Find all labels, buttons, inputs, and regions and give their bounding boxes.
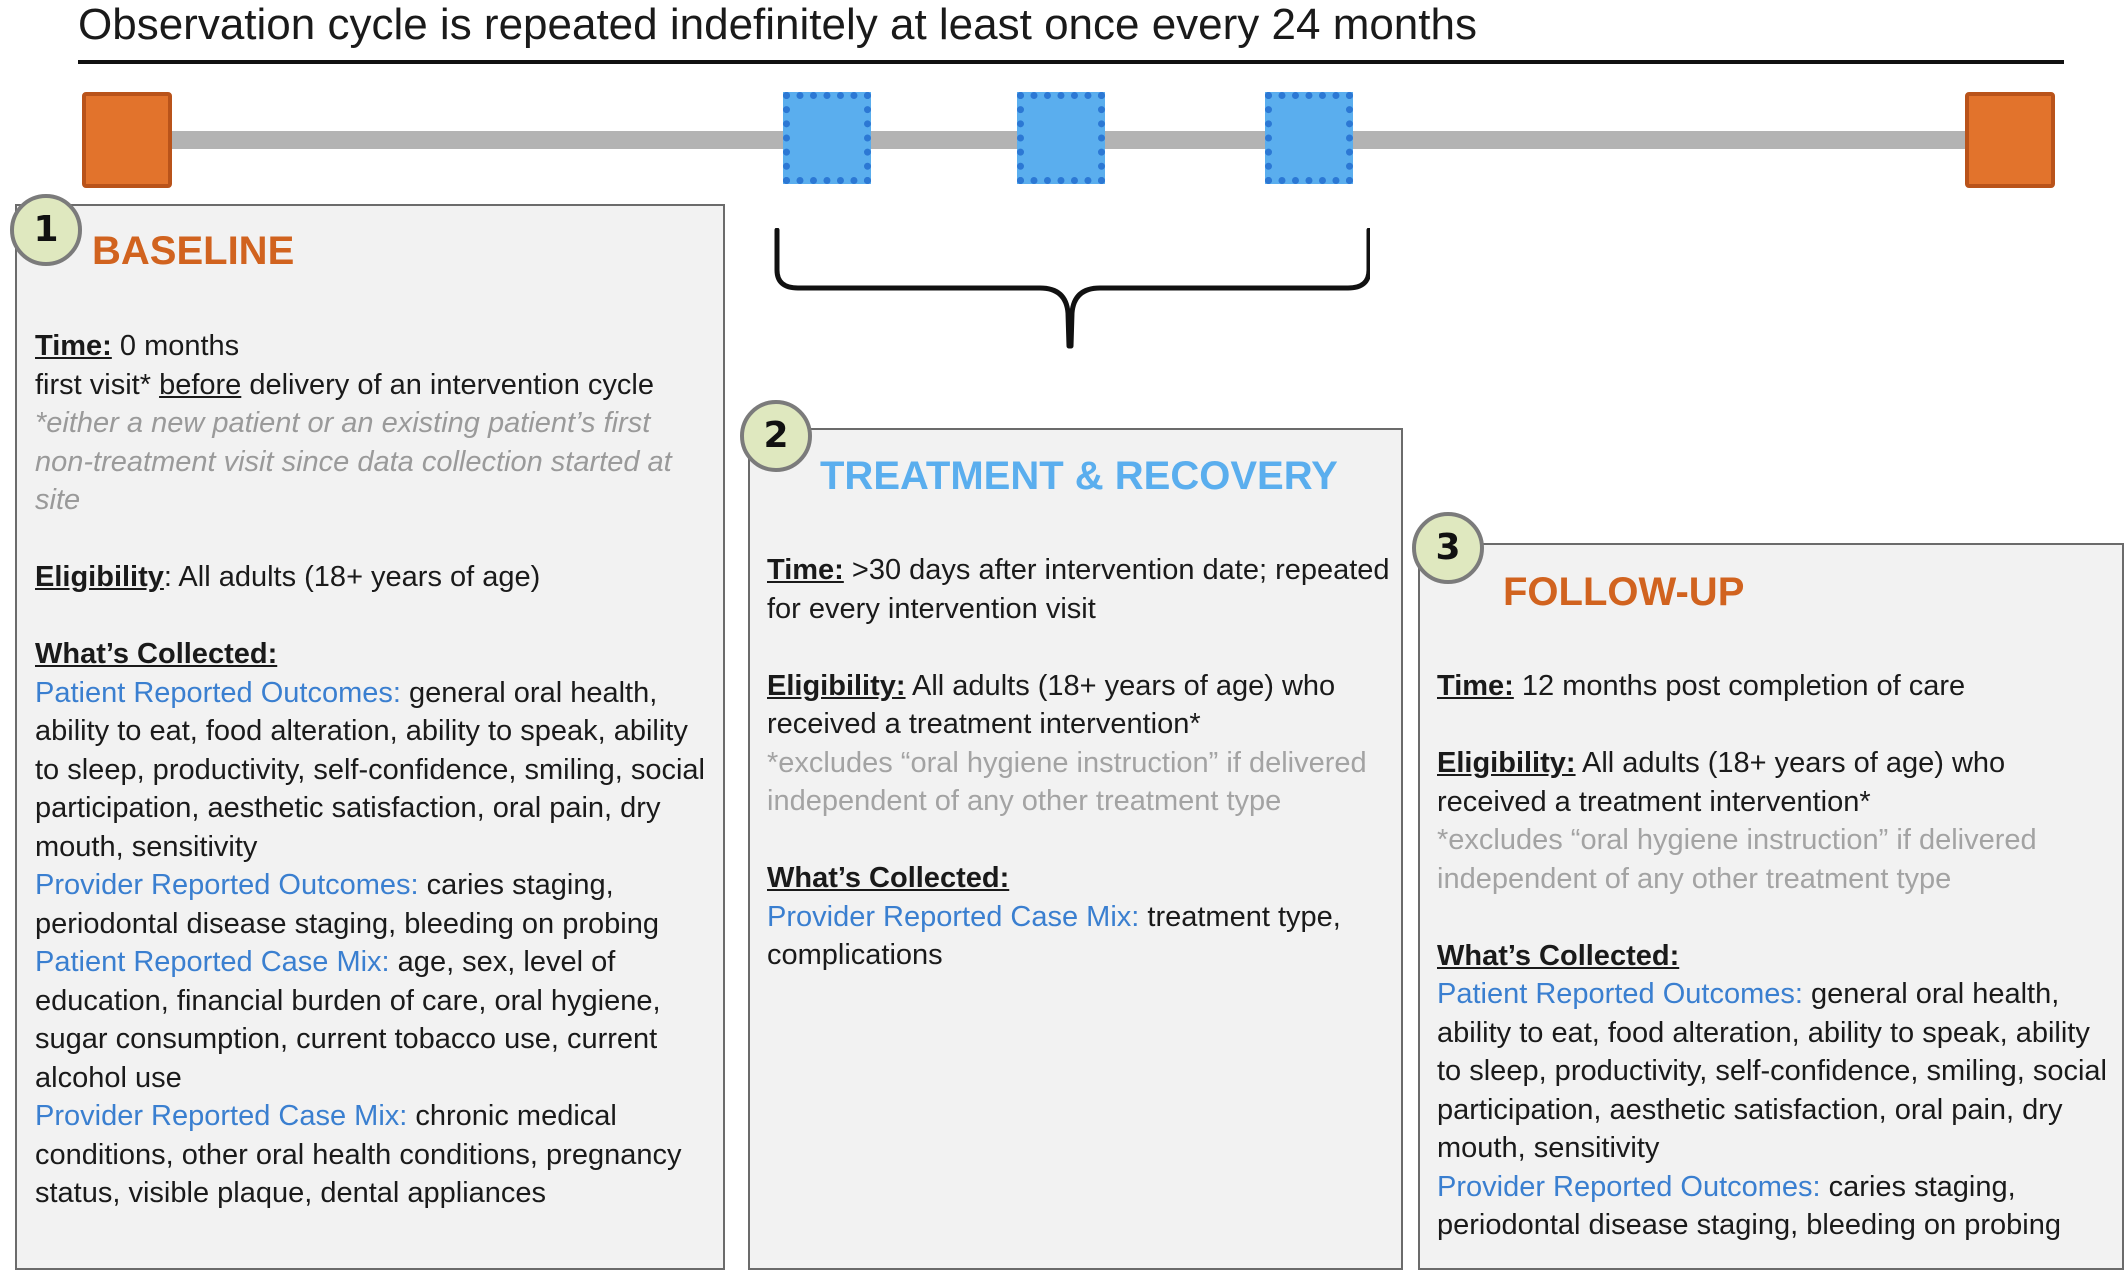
intervention-brace <box>774 228 1370 349</box>
treatment-number-badge: 2 <box>740 400 812 472</box>
baseline-body: Time: 0 months first visit* before deliv… <box>35 327 715 1213</box>
treatment-provider-casemix-value: treatment type, complications <box>767 900 1341 972</box>
treatment-body: Time: >30 days after intervention date; … <box>767 551 1392 975</box>
treatment-eligibility-note: *excludes “oral hygiene instruction” if … <box>767 746 1367 818</box>
baseline-provider-casemix-label: Provider Reported Case Mix: <box>35 1100 408 1132</box>
followup-eligibility-label: Eligibility: <box>1437 747 1576 779</box>
baseline-heading: BASELINE <box>92 229 295 273</box>
treatment-provider-casemix-label: Provider Reported Case Mix: <box>767 900 1140 933</box>
treatment-eligibility-value: All adults (18+ years of age) who receiv… <box>767 669 1336 741</box>
baseline-eligibility-value: : All adults (18+ years of age) <box>163 561 541 593</box>
treatment-time-value: >30 days after intervention date; repeat… <box>767 554 1390 625</box>
followup-body: Time: 12 months post completion of care … <box>1437 667 2117 1245</box>
treatment-eligibility-label: Eligibility: <box>767 669 906 702</box>
baseline-first-visit-pre: first visit* <box>35 368 160 401</box>
followup-pro-value: general oral health, ability to eat, foo… <box>1437 978 2107 1164</box>
followup-collected-label: What’s Collected: <box>1437 939 1680 972</box>
followup-eligibility-value: All adults (18+ years of age) who receiv… <box>1437 747 2006 818</box>
baseline-provider-casemix-value: chronic medical conditions, other oral h… <box>35 1100 682 1209</box>
followup-pro-label: Patient Reported Outcomes: <box>1437 978 1803 1010</box>
diagram-title: Observation cycle is repeated indefinite… <box>78 0 1477 49</box>
baseline-pro-label: Patient Reported Outcomes: <box>35 676 401 709</box>
baseline-collected-label: What’s Collected: <box>35 638 278 670</box>
baseline-eligibility-label: Eligibility <box>35 561 164 593</box>
followup-provider-outcomes-value: caries staging, periodontal disease stag… <box>1437 1170 2061 1242</box>
intervention-visit-2 <box>1017 92 1105 184</box>
baseline-pro-value: general oral health, ability to eat, foo… <box>35 676 705 863</box>
followup-panel <box>1418 543 2124 1270</box>
followup-time-label: Time: <box>1437 670 1514 702</box>
intervention-visit-1 <box>783 92 871 184</box>
baseline-first-visit-post: delivery of an intervention cycle <box>241 368 654 401</box>
treatment-time-label: Time: <box>767 554 844 586</box>
baseline-provider-outcomes-label: Provider Reported Outcomes: <box>35 869 419 901</box>
baseline-number-badge: 1 <box>10 194 82 266</box>
treatment-panel <box>748 428 1403 1270</box>
followup-time-value: 12 months post completion of care <box>1513 670 1966 702</box>
follow-up-milestone <box>1965 92 2055 188</box>
baseline-patient-casemix-value: age, sex, level of education, financial … <box>35 946 661 1094</box>
title-underline <box>78 60 2064 64</box>
treatment-collected-label: What’s Collected: <box>767 862 1010 894</box>
baseline-patient-casemix-label: Patient Reported Case Mix: <box>35 946 390 978</box>
followup-provider-outcomes-label: Provider Reported Outcomes: <box>1437 1170 1821 1203</box>
baseline-time-label: Time: <box>35 330 112 362</box>
baseline-time-value: 0 months <box>111 330 240 362</box>
baseline-provider-outcomes-value: caries staging, periodontal disease stag… <box>35 869 659 940</box>
baseline-first-visit-note: *either a new patient or an existing pat… <box>35 407 672 516</box>
followup-number-badge: 3 <box>1412 512 1484 584</box>
followup-heading: FOLLOW-UP <box>1503 570 1745 614</box>
baseline-milestone <box>82 92 172 188</box>
baseline-first-visit-before: before <box>159 368 242 401</box>
treatment-heading: TREATMENT & RECOVERY <box>820 454 1338 498</box>
intervention-visit-3 <box>1265 92 1353 184</box>
baseline-panel <box>15 204 725 1270</box>
followup-eligibility-note: *excludes “oral hygiene instruction” if … <box>1437 824 2037 895</box>
